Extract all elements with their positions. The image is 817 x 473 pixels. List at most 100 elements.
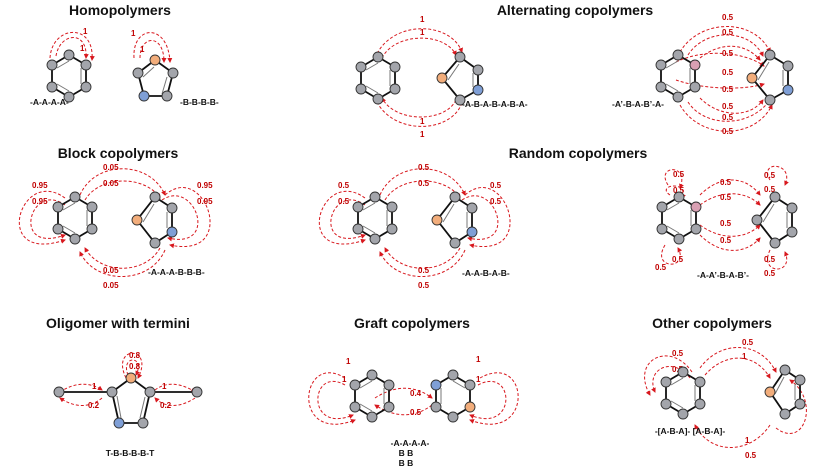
sequence-label: -A-A-B-A-B- [462,268,510,278]
edge-weight: 1 [346,357,351,366]
edge-arc [379,249,466,277]
atom-node [369,233,381,245]
edge-arc [122,352,143,379]
atom-node [46,81,58,93]
sequence-label: -[A-B-A]- [A-B-A]- [655,426,725,436]
atom-node [80,81,92,93]
edge-arc [84,247,161,269]
edge-weight: 1 [140,45,145,54]
atom-node [472,64,484,76]
atom-node [447,369,459,381]
edge-arc [461,195,499,242]
panel-oligomer: Oligomer with termini 0.8 0.8 1 0.2 1 0.… [46,315,203,458]
edge-arc [379,168,466,196]
benzene-ring-molecule [349,369,395,423]
sequence-label: -A-A’-B-A-B’- [697,270,749,280]
benzene-ring-molecule [352,191,398,245]
edge-weight: 0.05 [103,179,119,188]
panel-graft: Graft copolymers 1 1 0.4 0.5 1 1 [308,315,519,468]
atom-node [690,201,702,213]
edge-arc [317,381,354,419]
edge-arc [699,193,761,206]
atom-node [349,379,361,391]
edge-weight: 0.5 [490,197,502,206]
atom-node [63,49,75,61]
edge-weight: 0.5 [745,451,757,460]
atom-node [677,408,689,420]
atom-node [132,67,144,79]
sequence-label: -A-B-A-B-A-B-A- [462,99,528,109]
atom-node [113,417,125,429]
edge-weight: 0.5 [673,170,685,179]
benzene-ring-molecule [52,191,98,245]
edge-arc [687,34,764,57]
atom-node [53,386,65,398]
edge-arc [699,179,761,196]
atom-node [764,386,776,398]
atom-node [794,398,806,410]
edge-weight: 1 [162,382,167,391]
five-ring-molecule [431,191,478,249]
atom-node [138,90,150,102]
benzene-ring-molecule [660,366,706,420]
edge-arc [318,190,366,245]
panel-random: Random copolymers 0.5 0.5 0.5 0.5 0.5 0.… [318,145,798,290]
atom-node [466,202,478,214]
edge-weight: 0.5 [722,68,734,77]
panel-homopolymers: Homopolymers 1 1 1 1 [30,2,219,107]
edge-arc [469,372,519,425]
edge-arc [84,180,161,201]
sequence-label: B B [399,448,414,458]
atom-node [431,214,443,226]
edge-arc [381,37,457,59]
atom-node [454,94,466,106]
edge-arc [374,97,463,127]
edge-weight: 0.05 [103,281,119,290]
panel-other: Other copolymers 0.5 0.5 0.5 1 1 0.5 [644,315,807,460]
atom-node [464,379,476,391]
atom-node [80,59,92,71]
edge-weight: 0.95 [32,181,48,190]
five-ring-molecule [132,54,179,102]
edge-arc [161,195,199,242]
atom-node [191,386,203,398]
edge-arc [55,37,89,59]
atom-node [106,386,118,398]
atom-node [660,376,672,388]
panel-alternating: Alternating copolymers 1 1 1 1 [355,2,794,139]
sequence-label: -A-A-A-A- [30,97,69,107]
atom-node [655,59,667,71]
atom-node [677,366,689,378]
edge-weight: 0.5 [672,255,684,264]
atom-node [764,94,776,106]
atom-node [144,386,156,398]
atom-node [366,369,378,381]
atom-node [454,51,466,63]
atom-node [689,81,701,93]
edge-weight: 0.5 [720,178,732,187]
edge-weight: 0.5 [672,349,684,358]
atom-node [383,379,395,391]
edge-arc [699,97,764,114]
atom-node [86,223,98,235]
edge-arc [59,383,103,393]
atom-node [125,372,137,384]
sequence-label: -B-B-B-B- [180,97,219,107]
atom-node [655,81,667,93]
edge-weight: 0.8 [129,351,141,360]
edge-arc [679,26,771,53]
atom-node [386,223,398,235]
edge-weight: 1 [83,27,88,36]
atom-node [786,202,798,214]
edge-arc [30,199,66,239]
edge-arc [374,28,463,59]
edge-weight: 0.5 [338,197,350,206]
edge-weight: 1 [476,355,481,364]
atom-node [366,411,378,423]
edge-weight: 0.05 [103,266,119,275]
edge-arc [687,99,771,122]
edge-weight: 0.5 [672,365,684,374]
edge-weight: 0.2 [88,401,100,410]
benzene-ring-molecule [655,49,701,103]
